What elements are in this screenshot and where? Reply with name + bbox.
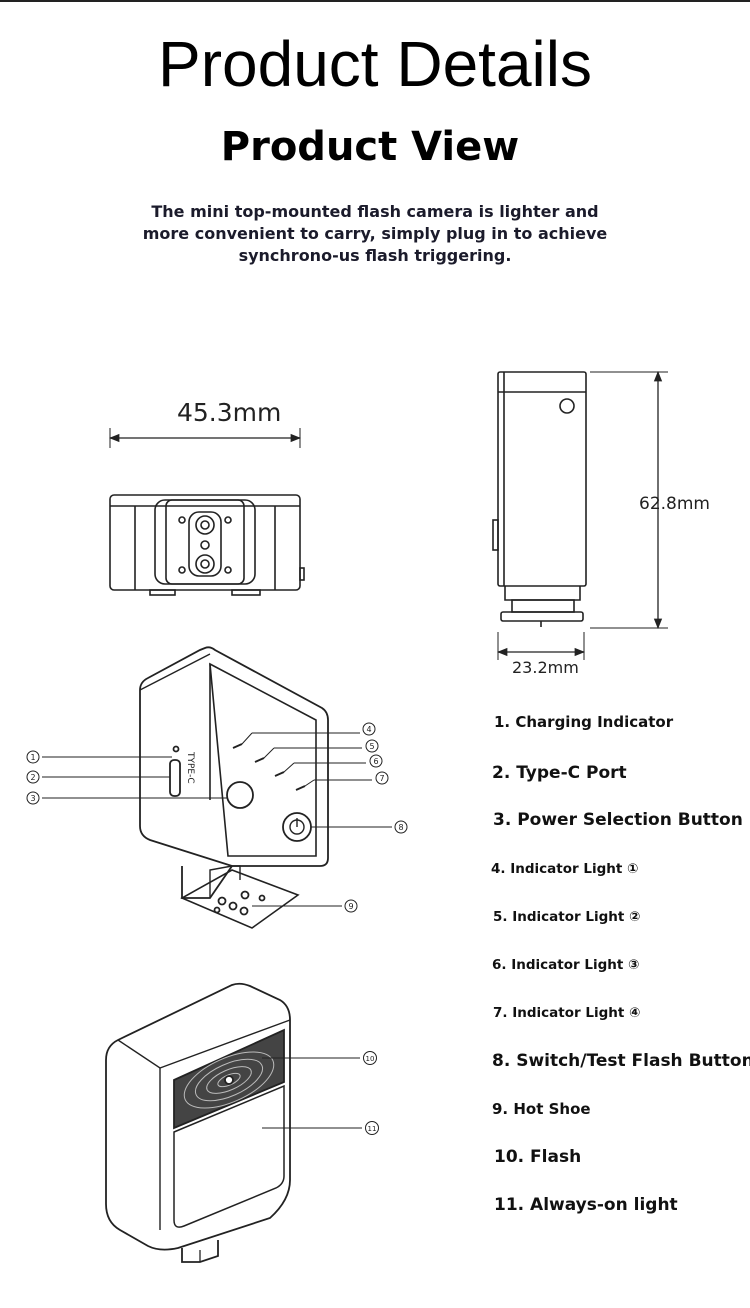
callout-number-7: 7 (379, 774, 384, 783)
type-c-port-label: TYPE-C (185, 751, 195, 784)
callout-number-8: 8 (398, 823, 403, 832)
legend-item-3: 3. Power Selection Button (493, 810, 743, 830)
callout-number-11: 11 (368, 1125, 377, 1133)
width-dimension-label: 45.3mm (177, 398, 282, 427)
flash-texture (183, 1051, 275, 1109)
legend-item-1: 1. Charging Indicator (494, 713, 674, 731)
callout-8 (311, 820, 408, 834)
callout-number-10: 10 (366, 1055, 375, 1063)
legend-item-10: 10. Flash (494, 1147, 582, 1167)
callout-number-9: 9 (348, 902, 353, 911)
callout-2 (26, 770, 170, 784)
height-dimension-label: 62.8mm (639, 494, 710, 514)
legend-item-4: 4. Indicator Light ① (491, 861, 639, 877)
callout-5 (263, 739, 379, 759)
side-view-drawing (492, 370, 668, 660)
callout-number-3: 3 (30, 794, 35, 803)
callout-3 (26, 791, 228, 805)
callout-number-5: 5 (369, 742, 374, 751)
back-view-drawing: TYPE-C (139, 646, 329, 929)
callout-9 (252, 899, 358, 913)
legend-item-8: 8. Switch/Test Flash Button (492, 1051, 750, 1071)
depth-dimension-label: 23.2mm (512, 658, 579, 677)
intro-text: The mini top-mounted flash camera is lig… (142, 202, 608, 265)
callout-1 (26, 750, 172, 764)
legend-item-7: 7. Indicator Light ④ (493, 1005, 641, 1021)
callout-7 (304, 771, 389, 787)
callout-10 (262, 1051, 377, 1065)
callout-number-4: 4 (366, 725, 371, 734)
callout-11 (262, 1121, 379, 1135)
section-title: Product View (220, 124, 520, 170)
callout-6 (283, 754, 383, 773)
page-title: Product Details (158, 28, 592, 100)
legend-item-2: 2. Type-C Port (492, 763, 627, 783)
callout-number-2: 2 (30, 773, 35, 782)
legend-item-9: 9. Hot Shoe (492, 1100, 591, 1118)
top-border-line (0, 0, 750, 2)
legend-item-5: 5. Indicator Light ② (493, 909, 641, 925)
legend-item-6: 6. Indicator Light ③ (492, 957, 640, 973)
top-view-drawing (108, 428, 305, 596)
callouts: 1 2 3 4 5 6 7 8 9 10 11 (26, 722, 408, 1135)
front-view-drawing (105, 982, 291, 1263)
callout-number-1: 1 (30, 753, 35, 762)
callout-number-6: 6 (373, 757, 378, 766)
callout-4 (241, 722, 376, 745)
legend-item-11: 11. Always-on light (494, 1195, 678, 1215)
